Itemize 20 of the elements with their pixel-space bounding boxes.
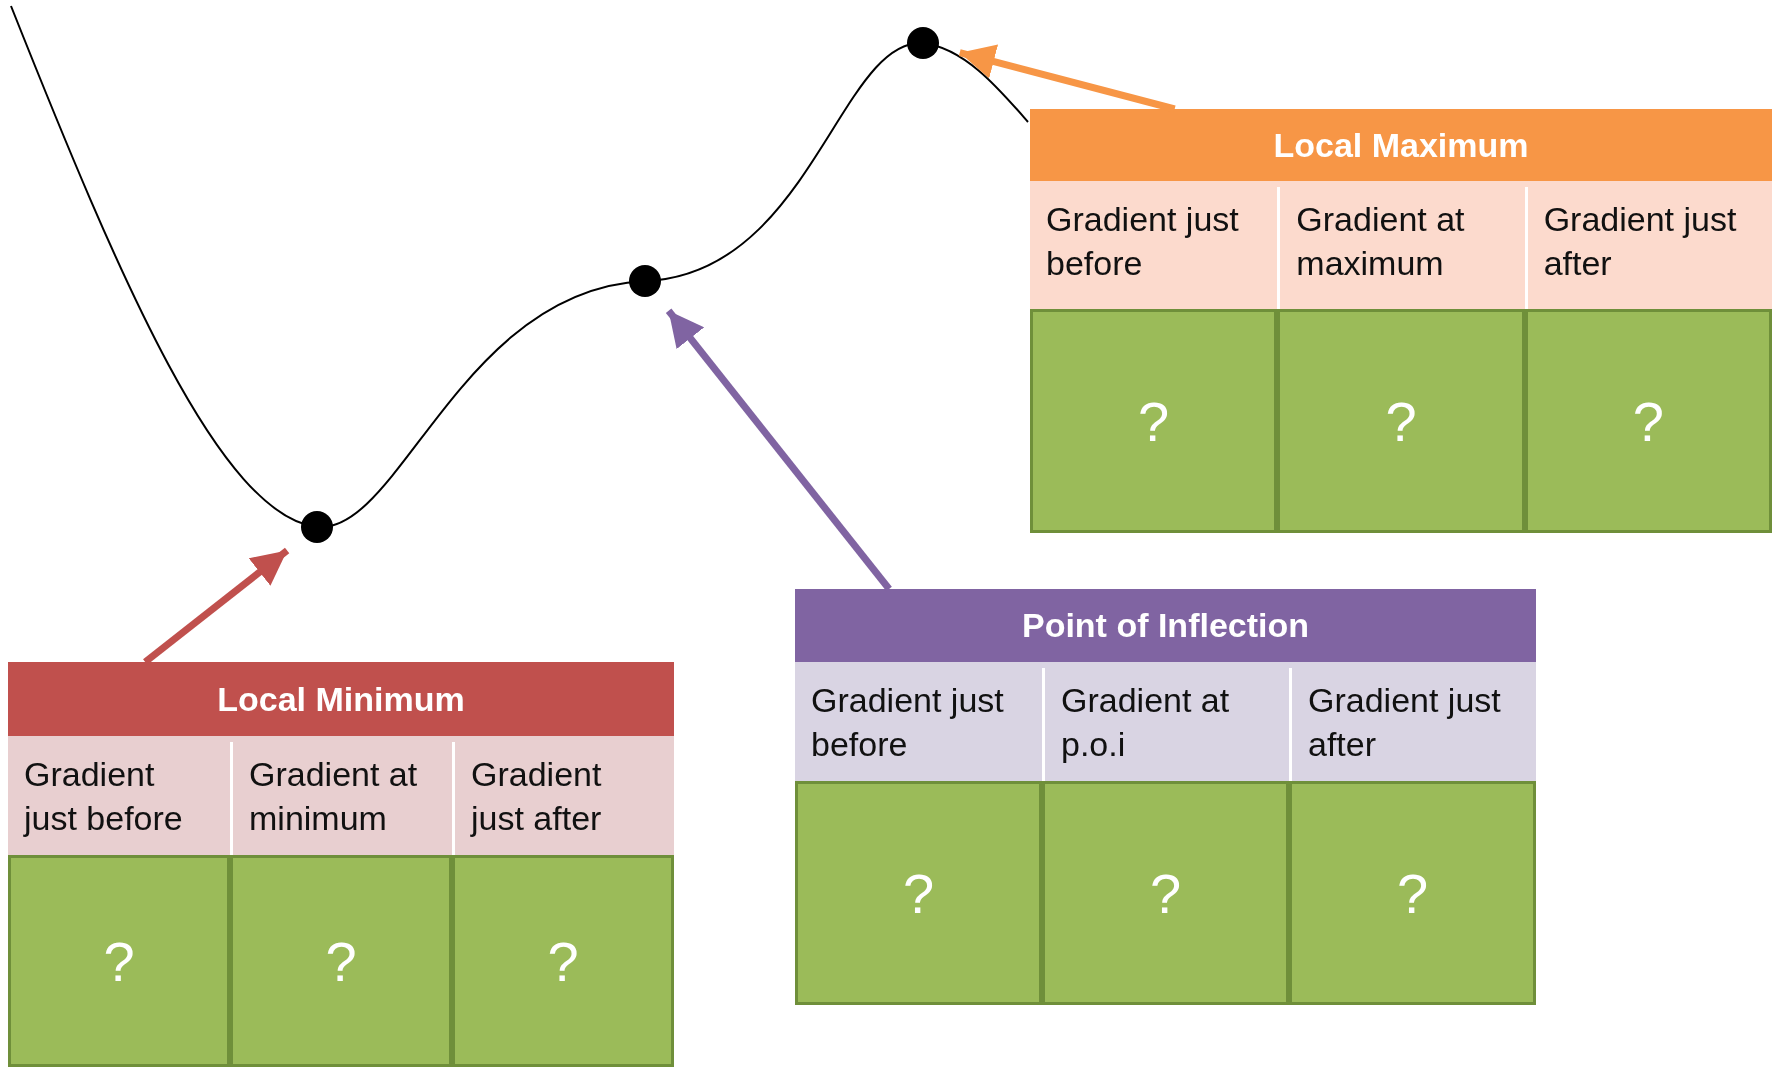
answer-box: ? (230, 855, 452, 1067)
point-dot (907, 27, 939, 59)
answer-box: ? (8, 855, 230, 1067)
comparison-table (795, 589, 1536, 1005)
answer-box: ? (1289, 781, 1536, 1005)
answer-box: ? (452, 855, 674, 1067)
point-dot (629, 265, 661, 297)
arrow (665, 308, 892, 592)
answer-box: ? (1277, 309, 1525, 533)
table-heading: Point of Inflection (795, 589, 1536, 662)
arrow (143, 547, 290, 665)
answer-box: ? (795, 781, 1042, 1005)
answer-box: ? (1030, 309, 1278, 533)
comparison-table (1030, 109, 1772, 533)
table-heading: Local Minimum (8, 662, 674, 736)
point-dot (301, 511, 333, 543)
table-heading: Local Maximum (1030, 109, 1772, 181)
answer-box: ? (1524, 309, 1772, 533)
answer-box: ? (1042, 781, 1289, 1005)
comparison-table (8, 662, 674, 1067)
